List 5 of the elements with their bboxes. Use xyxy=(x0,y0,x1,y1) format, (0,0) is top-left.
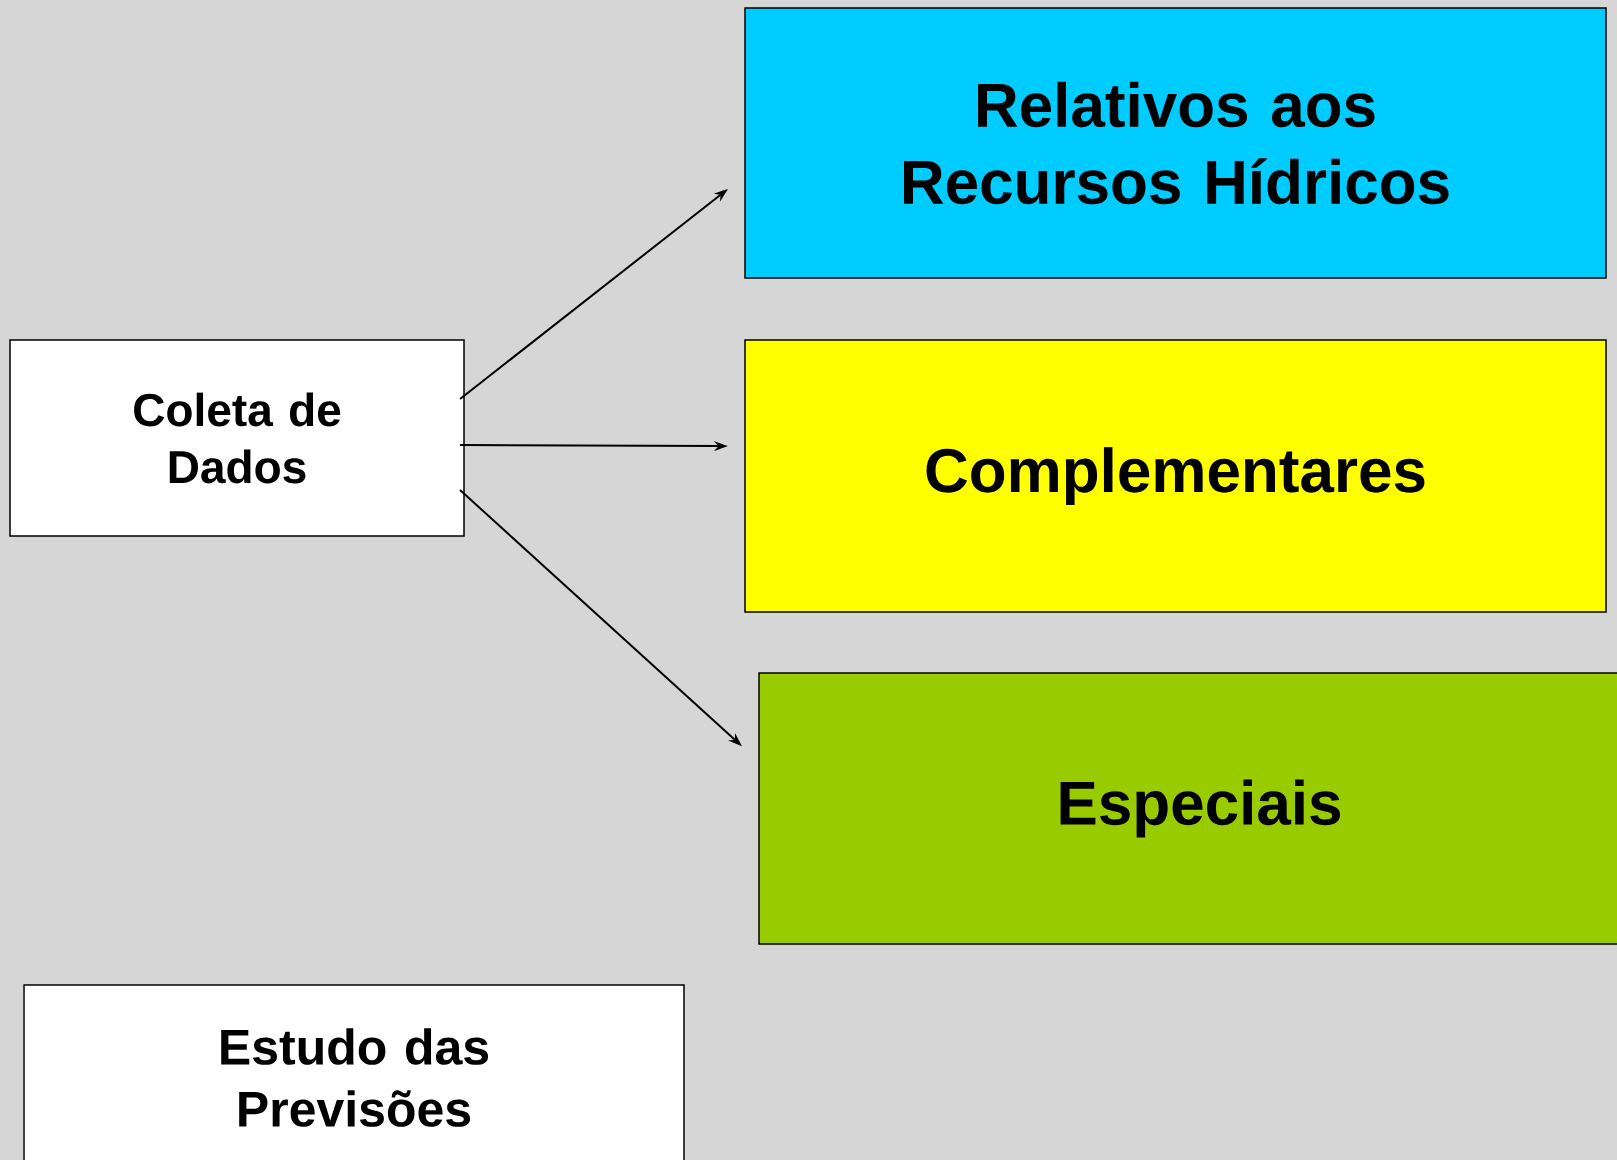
text-box: Estudo das Previsões xyxy=(23,984,685,1160)
text-box: Complementares xyxy=(744,339,1607,613)
text-box: Coleta de Dados xyxy=(9,339,465,537)
text-box: Relativos aos Recursos Hídricos xyxy=(744,7,1607,279)
text-box: Especiais xyxy=(758,672,1617,945)
